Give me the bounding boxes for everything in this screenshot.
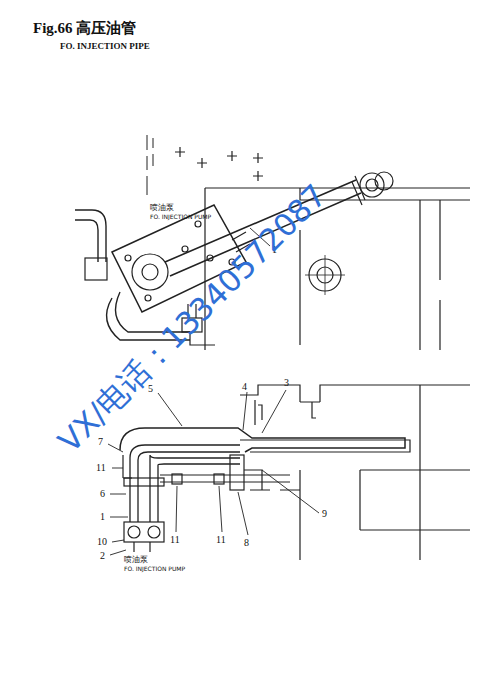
callout-number: 10 [97, 536, 107, 547]
callout-number: 1 [100, 511, 105, 522]
callout-number: 8 [244, 537, 249, 548]
callout-number: 9 [322, 508, 327, 519]
callout-number: 11 [170, 534, 180, 545]
callout-number: 11 [96, 462, 106, 473]
figure-title: Fig.66 高压油管 [33, 20, 136, 37]
callout-number: 3 [284, 377, 289, 388]
part-label: 喷油泵 [150, 204, 174, 213]
callout-number: 11 [216, 534, 226, 545]
callout-number: 5 [148, 383, 153, 394]
part-label: FO. INJECTION PUMP [124, 566, 185, 573]
title-english: FO. INJECTION PIPE [60, 42, 150, 52]
callout-number: 7 [98, 436, 103, 447]
part-label: FO. INJECTION PUMP [150, 214, 211, 221]
callout-number: 4 [242, 381, 247, 392]
part-label: 喷油泵 [124, 556, 148, 565]
side-view [108, 385, 470, 560]
callout-number: 6 [100, 488, 105, 499]
callout-number: 2 [100, 550, 105, 561]
